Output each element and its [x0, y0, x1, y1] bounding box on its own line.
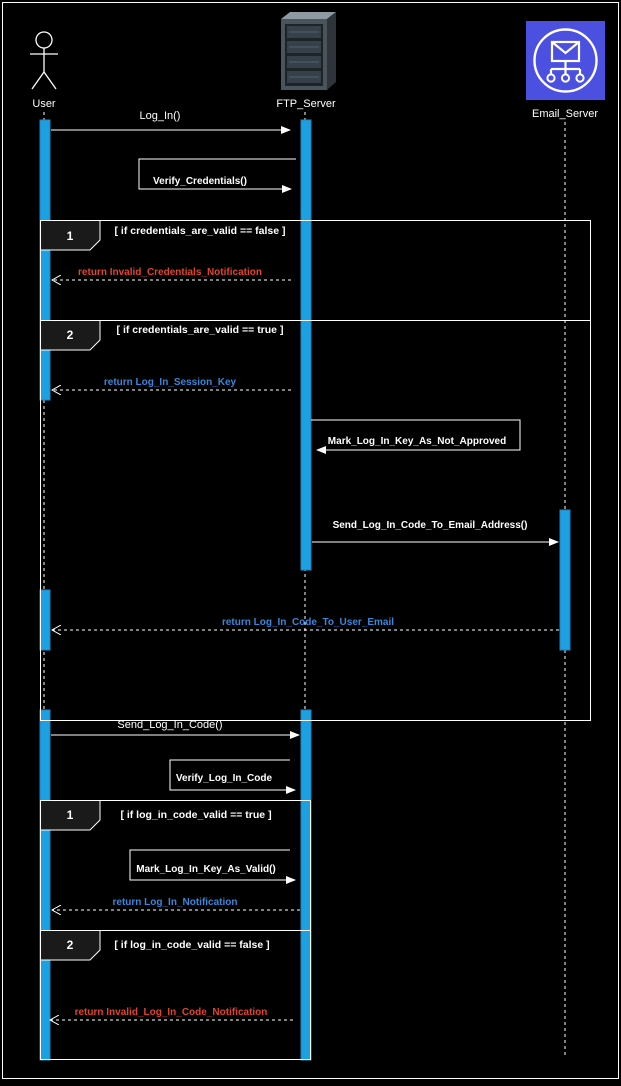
email-server-icon: [526, 21, 605, 100]
operand-tab-3: [40, 800, 101, 831]
activation-ftp-2: [300, 709, 312, 1061]
actor-email-label: Email_Server: [532, 108, 598, 120]
operand-number-2: 2: [67, 328, 74, 342]
message-return-invalid-code-label: return Invalid_Log_In_Code_Notification: [75, 1007, 268, 1018]
message-return-code-email-label: return Log_In_Code_To_User_Email: [222, 617, 394, 628]
operand-number-4: 2: [67, 938, 74, 952]
operand-number-1: 1: [67, 229, 74, 243]
message-return-invalid-credentials-label: return Invalid_Credentials_Notification: [78, 267, 262, 278]
stick-figure-icon: [30, 31, 58, 90]
message-mark-not-approved-arrow: [311, 419, 521, 454]
message-verify-code-label: Verify_Log_In_Code: [176, 773, 273, 784]
message-return-notification-label: return Log_In_Notification: [113, 897, 238, 908]
server-rack-icon: [281, 12, 336, 90]
actor-ftp-label: FTP_Server: [276, 98, 336, 110]
activation-user-1: [39, 119, 51, 401]
operand-guard-4: [ if log_in_code_valid == false ]: [114, 939, 269, 951]
operand-number-3: 1: [67, 808, 74, 822]
actor-user-label: User: [32, 98, 56, 110]
message-send-code-label: Send_Log_In_Code(): [117, 719, 222, 731]
activation-user-3: [39, 709, 51, 1061]
message-log-in-label: Log_In(): [140, 110, 181, 122]
activation-email-1: [559, 509, 571, 651]
message-verify-code-arrow: [169, 759, 296, 794]
activation-user-2: [39, 589, 51, 651]
operand-guard-1: [ if credentials_are_valid == false ]: [114, 225, 285, 237]
operand-guard-2: [ if credentials_are_valid == true ]: [117, 324, 284, 336]
message-verify-credentials-arrow: [138, 158, 296, 193]
operand-tab-4: [40, 930, 101, 961]
message-mark-valid-label: Mark_Log_In_Key_As_Valid(): [136, 864, 276, 875]
message-mark-not-approved-label: Mark_Log_In_Key_As_Not_Approved: [328, 436, 506, 447]
alt-fragment-credentials: [40, 220, 591, 721]
message-return-session-key-label: return Log_In_Session_Key: [104, 377, 237, 388]
activation-ftp-1: [300, 119, 312, 571]
activation-bars: [39, 119, 571, 1061]
message-verify-credentials-label: Verify_Credentials(): [153, 176, 247, 187]
operand-tab-1: [40, 220, 101, 251]
message-mark-valid-arrow: [129, 849, 296, 884]
operand-tab-2: [40, 320, 101, 351]
message-send-code-email-label: Send_Log_In_Code_To_Email_Address(): [333, 520, 528, 531]
operand-guard-3: [ if log_in_code_valid == true ]: [120, 809, 271, 821]
